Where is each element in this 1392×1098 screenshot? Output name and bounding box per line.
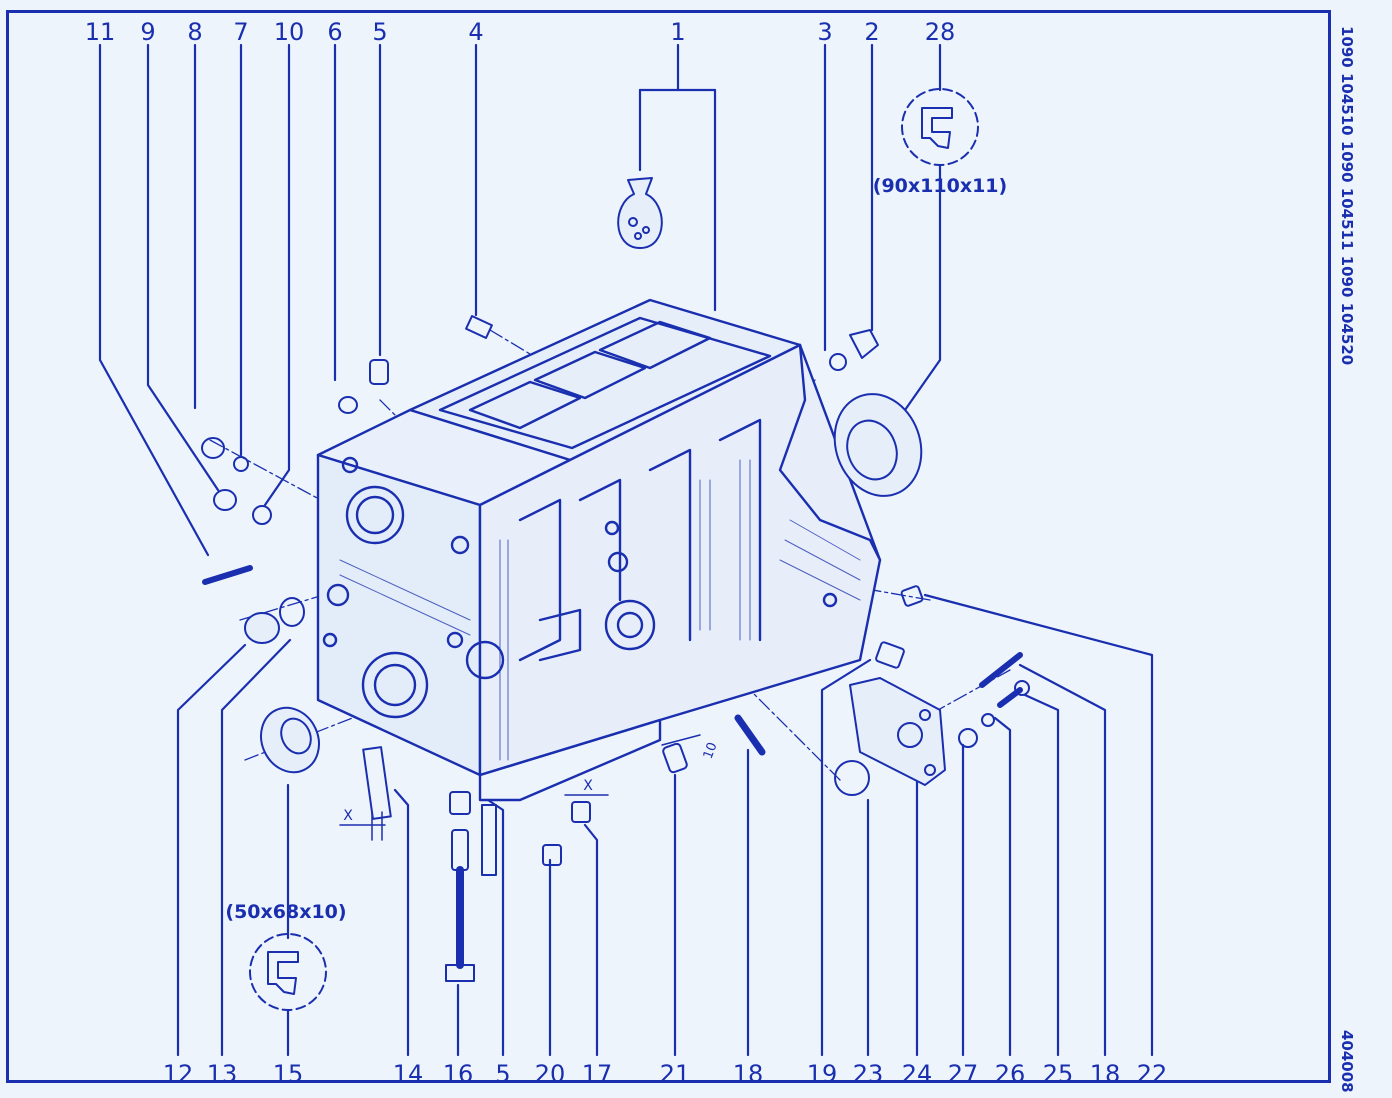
callout-23: 23 (853, 1060, 884, 1088)
engine-block (316, 298, 882, 802)
callout-27: 27 (948, 1060, 979, 1088)
seal-bottom-dimensions: (50x68x10) (225, 901, 346, 923)
callout-15: 15 (273, 1060, 304, 1088)
callout-13: 13 (207, 1060, 238, 1088)
mark-x-right: X (583, 778, 593, 794)
callout-11: 11 (85, 18, 116, 46)
callout-3: 3 (817, 18, 832, 46)
callout-20: 20 (535, 1060, 566, 1088)
mark-10: 10 (701, 740, 721, 761)
callout-17: 17 (582, 1060, 613, 1088)
top-callout-labels: 11 9 8 7 10 6 5 4 1 3 2 28 (85, 18, 956, 46)
parts-bag-icon (617, 177, 663, 249)
callout-28: 28 (925, 18, 956, 46)
callout-14: 14 (393, 1060, 424, 1088)
callout-26: 26 (995, 1060, 1026, 1088)
callout-7: 7 (233, 18, 248, 46)
seal-detail-bottom-icon (249, 933, 327, 1011)
callout-18-right: 18 (1090, 1060, 1121, 1088)
bottom-leader-lines (176, 593, 1154, 1057)
callout-24: 24 (902, 1060, 933, 1088)
callout-1: 1 (670, 18, 685, 46)
side-reference-codes: 1090 104510 1090 104511 1090 104520 (1338, 26, 1356, 365)
mark-x-left: X (343, 808, 353, 824)
seal-detail-top-icon (901, 88, 979, 166)
callout-25: 25 (1043, 1060, 1074, 1088)
callout-10: 10 (274, 18, 305, 46)
callout-18: 18 (733, 1060, 764, 1088)
callout-22: 22 (1137, 1060, 1168, 1088)
callout-9: 9 (140, 18, 155, 46)
callout-4: 4 (468, 18, 483, 46)
callout-6: 6 (327, 18, 342, 46)
seal-top-dimensions: (90x110x11) (873, 175, 1007, 197)
callout-19: 19 (807, 1060, 838, 1088)
small-parts (201, 315, 1030, 982)
figure-code: 404008 (1338, 1030, 1356, 1093)
dimension-marks (339, 734, 701, 841)
callout-16: 16 (443, 1060, 474, 1088)
callout-12: 12 (163, 1060, 194, 1088)
callout-8: 8 (187, 18, 202, 46)
diagram-frame (6, 10, 1331, 1083)
callout-21: 21 (660, 1060, 691, 1088)
top-leader-lines (98, 43, 942, 557)
callout-5: 5 (372, 18, 387, 46)
callout-2: 2 (864, 18, 879, 46)
